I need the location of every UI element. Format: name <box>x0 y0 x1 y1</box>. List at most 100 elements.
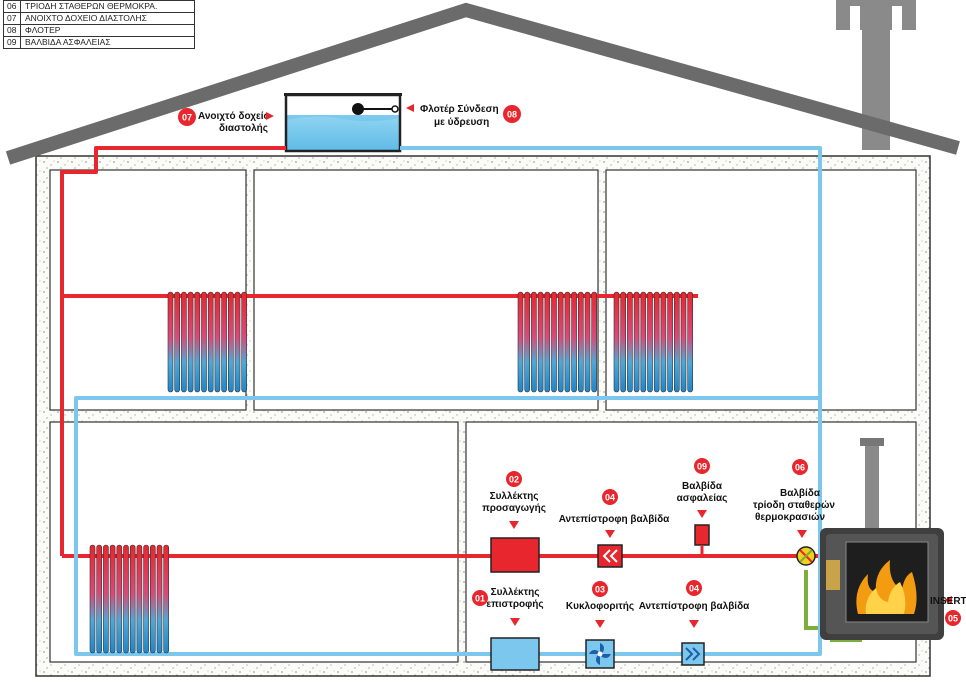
badge-02 <box>506 471 522 487</box>
radiator <box>517 291 598 393</box>
radiator-fin <box>201 291 207 393</box>
radiator-fin <box>234 291 241 393</box>
radiator-fin <box>673 291 680 393</box>
radiator-fin <box>167 291 174 393</box>
radiator-fin <box>633 291 640 393</box>
supply-collector-line2: προσαγωγής <box>482 503 546 514</box>
radiator-fin <box>591 291 598 393</box>
legend-number: 06 <box>3 0 21 13</box>
radiator-fin <box>163 544 169 654</box>
badge-08-text: 08 <box>507 110 517 120</box>
badge-03 <box>592 581 608 597</box>
badge-04-top <box>602 489 618 505</box>
radiator-fin <box>143 544 149 654</box>
circulator-pump <box>585 639 615 669</box>
radiator-fin <box>181 291 187 393</box>
radiator-fin <box>557 291 564 393</box>
radiator-fin <box>228 291 234 393</box>
badge-08 <box>503 105 521 123</box>
radiator-fin <box>613 291 620 393</box>
radiator-fin <box>680 291 687 393</box>
radiator-fin <box>103 544 109 654</box>
radiator-fin <box>129 544 136 654</box>
radiator-fin <box>537 291 544 393</box>
radiator-fin <box>109 544 116 654</box>
radiator-fin <box>584 291 591 393</box>
radiator-fin <box>214 291 221 393</box>
label-safety-valve: 09 Βαλβίδα ασφαλείας <box>677 458 728 518</box>
arrow-left-icon <box>944 596 952 604</box>
radiator-fin <box>517 291 524 393</box>
arrow-down-icon <box>605 530 615 538</box>
three-way-line1: Βαλβίδα <box>780 488 821 499</box>
radiator-fin <box>187 291 194 393</box>
badge-05 <box>945 610 961 626</box>
badge-07 <box>178 108 196 126</box>
double-chevron-left-icon <box>602 549 618 563</box>
radiator-fin <box>241 291 247 393</box>
radiator-fin <box>653 291 660 393</box>
fan-impeller-icon <box>589 643 611 665</box>
pump-label: Κυκλοφοριτής <box>566 601 634 612</box>
badge-04-top-text: 04 <box>605 493 615 503</box>
legend-number: 08 <box>3 24 21 37</box>
radiator-fin <box>564 291 571 393</box>
badge-09-text: 09 <box>697 462 707 472</box>
badge-09 <box>694 458 710 474</box>
arrow-left-icon <box>406 104 414 112</box>
radiator-fin <box>687 291 694 393</box>
check-valve-bottom <box>681 642 705 666</box>
radiator-fin <box>531 291 537 393</box>
radiator-fin <box>89 544 96 654</box>
label-check-valve-bottom: 04 Αντεπίστροφη βαλβίδα <box>639 580 750 628</box>
return-collector-line2: επιστροφής <box>486 599 543 610</box>
badge-02-text: 02 <box>509 475 519 485</box>
label-tank: 07 Ανοιχτό δοχείο διαστολής <box>178 108 274 134</box>
radiator <box>167 291 247 393</box>
label-float: Φλοτέρ Σύνδεση με ύδρευση 08 <box>406 104 521 128</box>
three-way-line2: τρίοδη σταθερών <box>753 500 835 511</box>
roof <box>5 2 960 165</box>
legend-number: 09 <box>3 36 21 49</box>
badge-06 <box>792 459 808 475</box>
arrow-down-icon <box>689 620 699 628</box>
radiator-fin <box>96 544 102 654</box>
badge-07-text: 07 <box>182 113 192 123</box>
radiator-fin <box>620 291 627 393</box>
flame-icon <box>856 560 917 614</box>
arrow-down-icon <box>595 620 605 628</box>
check-valve-top <box>597 544 623 568</box>
radiator-fin <box>577 291 584 393</box>
safety-valve-line2: ασφαλείας <box>677 493 728 504</box>
arrow-down-icon <box>797 530 807 538</box>
safety-valve <box>694 524 710 556</box>
insert-label: INSERT <box>930 596 966 607</box>
label-pump: 03 Κυκλοφοριτής <box>566 581 634 628</box>
label-supply-collector: 02 Συλλέκτης προσαγωγής <box>482 471 546 529</box>
stove-insert <box>820 438 944 640</box>
three-way-line3: θερμοκρασιών <box>755 512 826 523</box>
legend-text: ΦΛΟΤΕΡ <box>20 24 195 37</box>
legend-text: ΤΡΙΟΔΗ ΣΤΑΘΕΡΩΝ ΘΕΡΜΟΚΡΑ. <box>20 0 195 13</box>
radiator-fin <box>647 291 653 393</box>
label-insert: INSERT 05 <box>930 596 966 626</box>
badge-06-text: 06 <box>795 463 805 473</box>
annotations: 07 Ανοιχτό δοχείο διαστολής Φλοτέρ Σύνδε… <box>178 104 966 628</box>
label-return-collector: 01 Συλλέκτης επιστροφής <box>472 587 544 626</box>
radiator-fin <box>207 291 214 393</box>
radiator-fin <box>627 291 633 393</box>
radiator-fin <box>667 291 673 393</box>
float-label-line2: με ύδρευση <box>434 117 489 128</box>
radiator-fin <box>116 544 123 654</box>
radiator-fin <box>194 291 201 393</box>
check-valve-bottom-label: Αντεπίστροφη βαλβίδα <box>639 601 750 612</box>
radiator-fin <box>551 291 557 393</box>
return-collector <box>490 637 540 671</box>
check-valve-top-label: Αντεπίστροφη βαλβίδα <box>559 514 670 525</box>
legend-text: ΑΝΟΙΧΤΟ ΔΟΧΕΙΟ ΔΙΑΣΤΟΛΗΣ <box>20 12 195 25</box>
badge-04-bottom-text: 04 <box>689 584 699 594</box>
